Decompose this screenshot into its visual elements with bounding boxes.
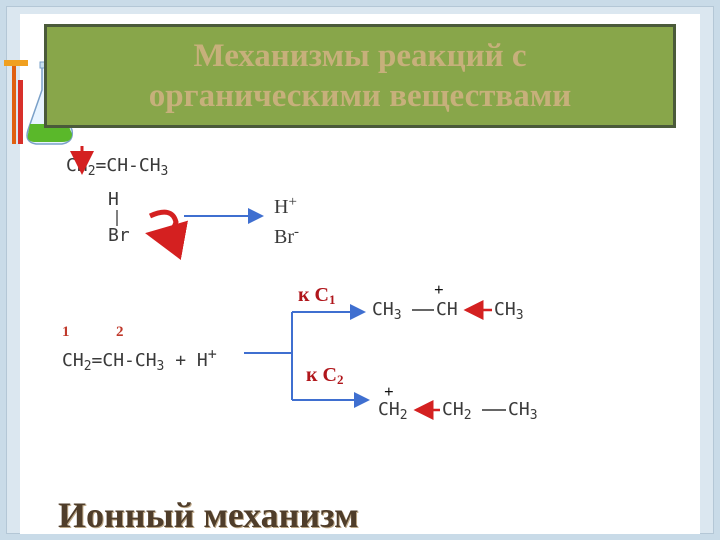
branch-1-ch: CH [436,299,458,320]
h-atom: H [108,189,119,210]
title-banner: Механизмы реакций с органическими вещест… [44,24,676,128]
footer-caption: Ионный механизм [58,495,359,535]
h-plus-ion: H+ [274,194,297,218]
title-line-1: Механизмы реакций с [193,38,527,74]
ch-ch3-group: =CH-CH [95,155,161,176]
bond-break-arrow [145,209,189,260]
branch-2-carbocation-charge: + [384,382,394,401]
carbon-number-1: 1 [62,324,70,340]
branch-1-label: к С1 [298,284,336,307]
branch-2-label: к С2 [306,364,344,387]
branch-1-ch3-right: CH3 [494,299,524,324]
branch-2-ch2-a: CH2 [378,399,408,424]
br-atom: Br [108,225,130,246]
branch-2-ch2-b: CH2 [442,399,472,424]
branch-2-ch3: CH3 [508,399,538,424]
plus-proton: + H [164,350,208,371]
title-line-2: органическими веществами [148,78,572,114]
carbon-number-2: 2 [116,324,124,340]
branch-1-ch3-left: CH3 [372,299,402,324]
branch-1-carbocation-charge: + [434,280,444,299]
br-minus-ion: Br- [274,224,299,248]
main-propene-formula: CH2=CH-CH3 + H+ [62,345,217,374]
